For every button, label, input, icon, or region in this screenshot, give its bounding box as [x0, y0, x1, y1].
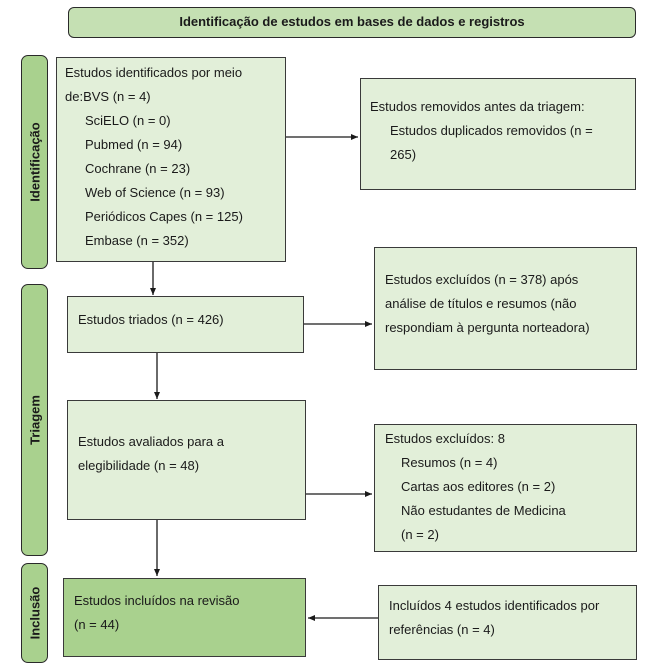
diagram-title: Identificação de estudos em bases de dad… — [68, 7, 636, 38]
exclusion-reason: Não estudantes de Medicina — [401, 503, 566, 518]
exclusion-reason: (n = 2) — [401, 527, 439, 542]
included-studies-box: Estudos incluídos na revisão (n = 44) — [63, 578, 306, 657]
box-text: elegibilidade (n = 48) — [78, 458, 200, 473]
box-text: Estudos duplicados removidos (n = — [390, 123, 593, 138]
exclusion-reason: Cartas aos editores (n = 2) — [401, 479, 556, 494]
box-text: respondiam à pergunta norteadora) — [385, 320, 590, 335]
source-item: Pubmed (n = 94) — [85, 137, 183, 152]
box-text: Estudos triados (n = 426) — [78, 312, 224, 327]
box-text: (n = 44) — [74, 617, 120, 632]
source-item: SciELO (n = 0) — [85, 113, 171, 128]
box-text: Estudos avaliados para a — [78, 434, 224, 449]
box-text: Estudos excluídos (n = 378) após — [385, 272, 579, 287]
box-text: análise de títulos e resumos (não — [385, 296, 577, 311]
box-heading: Estudos excluídos: 8 — [385, 431, 505, 446]
box-text: referências (n = 4) — [389, 622, 495, 637]
phase-label-triagem: Triagem — [21, 284, 48, 556]
excluded-eligibility-box: Estudos excluídos: 8 Resumos (n = 4) Car… — [374, 424, 637, 552]
box-text: de:BVS (n = 4) — [65, 89, 151, 104]
box-heading: Estudos removidos antes da triagem: — [370, 99, 585, 114]
phase-label-identificacao: Identificação — [21, 55, 48, 269]
references-box: Incluídos 4 estudos identificados por re… — [378, 585, 637, 660]
source-item: Cochrane (n = 23) — [85, 161, 191, 176]
box-text: Estudos incluídos na revisão — [74, 593, 240, 608]
source-item: Embase (n = 352) — [85, 233, 189, 248]
box-text: Incluídos 4 estudos identificados por — [389, 598, 600, 613]
box-text: 265) — [390, 147, 417, 162]
excluded-screening-box: Estudos excluídos (n = 378) após análise… — [374, 247, 637, 370]
source-item: Web of Science (n = 93) — [85, 185, 225, 200]
removed-records-box: Estudos removidos antes da triagem: Estu… — [360, 78, 636, 190]
box-text: Estudos identificados por meio — [65, 65, 243, 80]
eligibility-box: Estudos avaliados para a elegibilidade (… — [67, 400, 306, 520]
exclusion-reason: Resumos (n = 4) — [401, 455, 498, 470]
identified-records-box: Estudos identificados por meio de:BVS (n… — [56, 57, 286, 262]
source-item: Periódicos Capes (n = 125) — [85, 209, 243, 224]
screened-records-box: Estudos triados (n = 426) — [67, 296, 304, 353]
phase-label-inclusao: Inclusão — [21, 563, 48, 663]
